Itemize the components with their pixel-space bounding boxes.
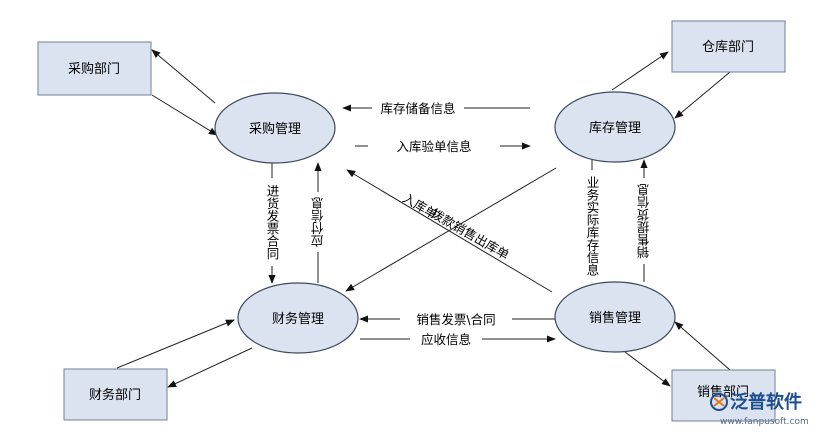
dept-finance: 财务部门: [63, 368, 168, 421]
arrow-warehouse-to-inventory-mgmt: [674, 71, 731, 119]
dept-purchase: 采购部门: [37, 41, 152, 96]
watermark-logo-icon: [710, 393, 728, 411]
dept-sales-label: 销售部门: [697, 384, 749, 400]
label-purchase-invoice-contract: 进货发票合同: [265, 185, 280, 261]
label-inventory-storage-info: 库存储备信息: [380, 101, 455, 116]
dept-warehouse: 仓库部门: [671, 20, 786, 73]
label-receivable-info: 应收信息: [421, 332, 471, 347]
dept-purchase-label: 采购部门: [68, 61, 120, 77]
watermark: 泛普软件 www.fanpusoft.com: [710, 391, 809, 427]
arrow-finance-mgmt-to-dept: [167, 347, 253, 388]
process-inventory-mgmt: 库存管理: [554, 91, 676, 163]
label-sales-delivery-info: 销售提货信息: [637, 184, 652, 259]
arrow-sales-dept-to-mgmt: [674, 321, 731, 371]
dept-finance-label: 财务部门: [89, 387, 141, 403]
arrow-inventory-mgmt-to-warehouse: [611, 51, 669, 91]
dept-warehouse-label: 仓库部门: [702, 39, 754, 55]
arrow-appropriation-sales-doc: [345, 167, 557, 292]
label-payable-info: 应付信息: [311, 197, 326, 248]
label-stock-in-check-info: 入库验单信息: [396, 139, 471, 154]
arrow-sales-mgmt-to-dept: [624, 351, 671, 387]
arrow-finance-dept-to-mgmt: [116, 319, 235, 369]
process-finance-mgmt: 财务管理: [237, 282, 359, 354]
process-finance-mgmt-label: 财务管理: [272, 311, 324, 327]
watermark-brand: 泛普软件: [730, 391, 802, 413]
process-sales-mgmt: 销售管理: [554, 281, 676, 353]
label-appropriation-sales-doc: 拨款销售出库单: [429, 206, 512, 263]
arrow-stock-in-doc: [346, 169, 553, 293]
process-sales-mgmt-label: 销售管理: [589, 310, 641, 326]
arrow-purchase-dept-to-mgmt: [151, 94, 218, 136]
label-sales-actual-stock-info: 业务实际库存信息: [585, 176, 600, 276]
label-masks: [262, 99, 654, 348]
arrow-purchase-mgmt-to-dept: [151, 49, 216, 104]
process-purchase-mgmt-label: 采购管理: [249, 121, 301, 137]
process-inventory-mgmt-label: 库存管理: [589, 120, 641, 136]
watermark-url: www.fanpusoft.com: [720, 417, 809, 427]
label-sales-invoice-contract: 销售发票\合同: [416, 312, 495, 327]
process-purchase-mgmt: 采购管理: [214, 92, 336, 164]
